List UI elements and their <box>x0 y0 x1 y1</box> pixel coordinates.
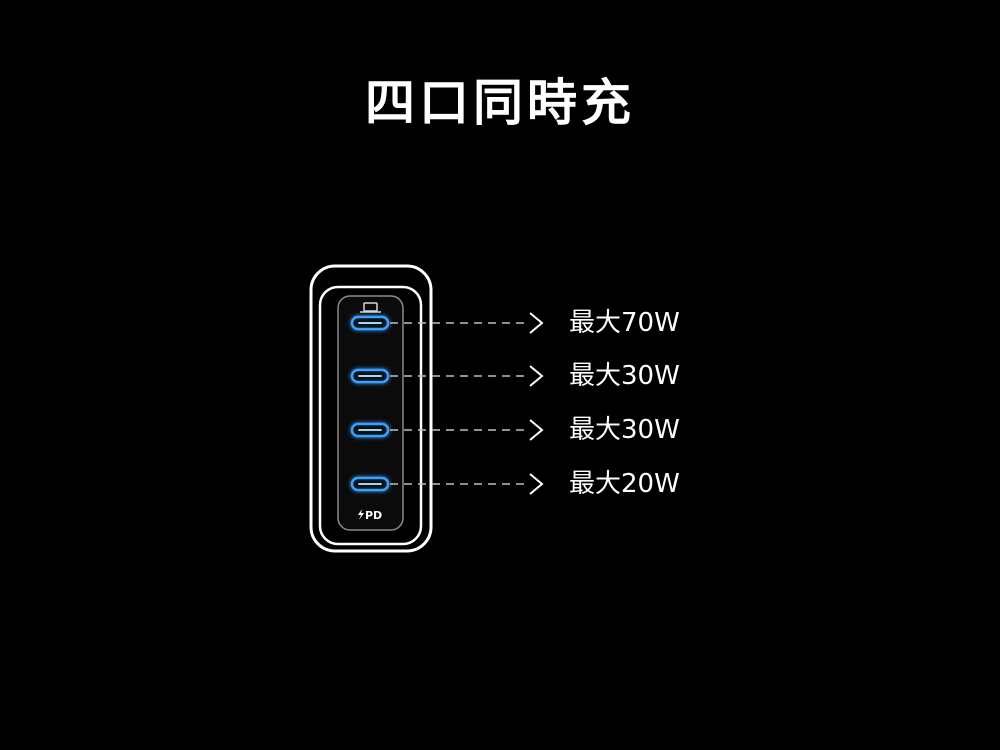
port-2-max-power-label: 最大30W <box>569 361 680 391</box>
port-4-max-power-label: 最大20W <box>569 469 680 499</box>
charger-inner-outline <box>318 285 423 546</box>
pd-badge: PD <box>365 509 382 522</box>
port-1-max-power-label: 最大70W <box>569 308 680 338</box>
chevron-right-icon <box>529 312 544 334</box>
laptop-icon <box>360 302 381 313</box>
charger-outer-outline <box>309 264 433 553</box>
usb-c-port-icon <box>350 368 390 384</box>
lightning-icon <box>358 509 364 520</box>
usb-c-port-icon <box>350 315 390 331</box>
usb-c-port-icon <box>350 422 390 438</box>
chevron-right-icon <box>529 473 544 495</box>
page-title: 四口同時充 <box>365 74 635 132</box>
port-panel <box>337 295 404 531</box>
port-3-max-power-label: 最大30W <box>569 415 680 445</box>
usb-c-port-icon <box>350 476 390 492</box>
chevron-right-icon <box>529 419 544 441</box>
chevron-right-icon <box>529 365 544 387</box>
